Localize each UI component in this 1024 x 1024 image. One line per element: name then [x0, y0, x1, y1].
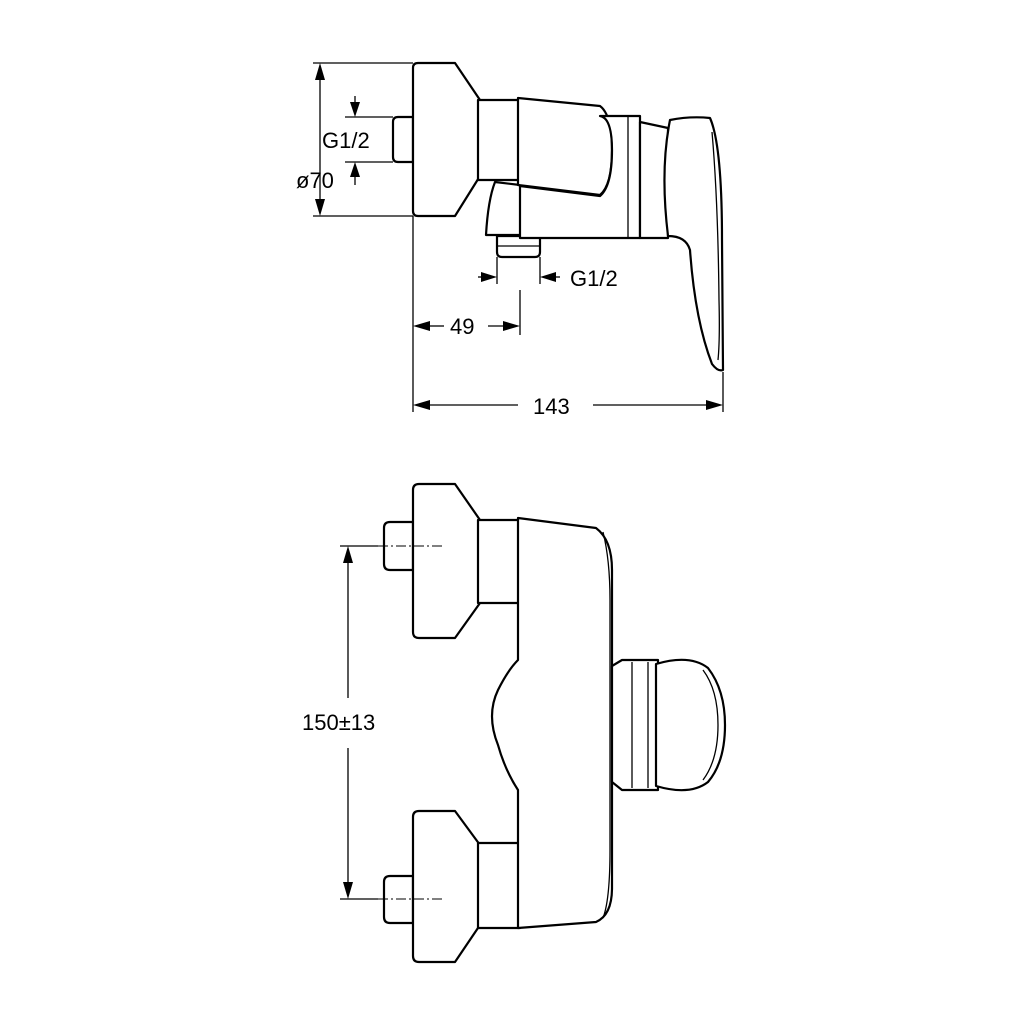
depth-arrow-right: [706, 400, 723, 410]
centers-label: 150±13: [302, 710, 375, 735]
side-connector: [476, 98, 522, 182]
front-view: [382, 482, 727, 964]
front-bottom-connector: [476, 841, 522, 930]
inlet-arrow-bottom: [350, 162, 360, 177]
outlet-label: G1/2: [570, 266, 618, 291]
side-housing: [518, 114, 642, 240]
front-bottom-flange: [411, 809, 482, 964]
dia-label: ø70: [296, 168, 334, 193]
side-lever-inner: [711, 131, 720, 361]
side-wall-flange: [411, 61, 482, 218]
outlet-arrow-left: [481, 272, 497, 282]
dia-arrow-top: [315, 63, 325, 80]
side-view: [391, 61, 725, 372]
offset-label: 49: [450, 314, 474, 339]
front-knob-rim: [702, 669, 719, 781]
front-top-connector: [476, 518, 522, 605]
side-inlet-thread: [391, 115, 415, 164]
side-valve-body: [516, 96, 614, 197]
front-view-dimensions: 150±13: [302, 545, 442, 900]
front-handle-stem: [610, 658, 660, 792]
centers-arrow-top: [343, 546, 353, 563]
depth-label: 143: [533, 394, 570, 419]
side-lever-base: [638, 120, 670, 240]
side-view-dimensions: ø70 G1/2 G1/2 49 143: [296, 62, 724, 419]
front-body-edge: [602, 531, 611, 919]
inlet-label: G1/2: [322, 128, 370, 153]
centers-arrow-bottom: [343, 882, 353, 899]
side-lever-handle: [663, 116, 725, 372]
inlet-arrow-top: [350, 102, 360, 117]
front-top-flange: [411, 482, 482, 640]
outlet-arrow-right: [540, 272, 556, 282]
offset-arrow-right: [503, 321, 520, 331]
front-valve-body: [490, 516, 614, 930]
dia-arrow-bottom: [315, 199, 325, 216]
front-handle-knob: [654, 658, 727, 792]
depth-arrow-left: [413, 400, 430, 410]
offset-arrow-left: [413, 321, 430, 331]
